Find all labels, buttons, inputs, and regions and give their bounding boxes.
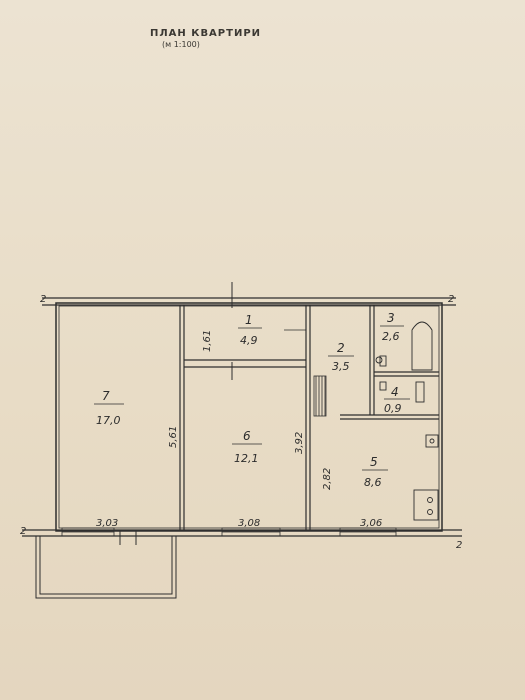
dimension-vertical-room-6: 3,92 bbox=[294, 432, 305, 454]
dimension-bottom-right: 3,06 bbox=[360, 518, 382, 529]
dimension-bottom-left: 3,03 bbox=[96, 518, 118, 529]
svg-text:0,9: 0,9 bbox=[384, 402, 402, 415]
room-5-label: 5 8,6 bbox=[362, 455, 388, 489]
svg-text:1: 1 bbox=[245, 313, 253, 327]
axis-label-bottom-left: 2 bbox=[20, 526, 26, 537]
plan-scale: (м 1:100) bbox=[162, 40, 200, 49]
balcony bbox=[35, 530, 177, 599]
windows bbox=[61, 527, 397, 537]
svg-text:6: 6 bbox=[243, 429, 251, 443]
svg-text:4,9: 4,9 bbox=[240, 334, 258, 347]
shaft-hatch bbox=[313, 375, 327, 417]
svg-text:8,6: 8,6 bbox=[364, 476, 382, 489]
dimension-vertical-room-1: 1,61 bbox=[202, 330, 213, 352]
plan-header: ПЛАН КВАРТИРИ (м 1:100) bbox=[150, 28, 290, 49]
plan-title: ПЛАН КВАРТИРИ bbox=[150, 28, 262, 39]
axis-label-top-right: 2 bbox=[448, 294, 454, 305]
svg-text:2: 2 bbox=[337, 341, 345, 355]
sink-icon bbox=[425, 434, 439, 448]
svg-text:4: 4 bbox=[391, 385, 399, 399]
svg-text:5: 5 bbox=[370, 455, 378, 469]
room-2-label: 2 3,5 bbox=[328, 341, 354, 373]
svg-text:7: 7 bbox=[102, 389, 110, 403]
toilet-icon bbox=[379, 381, 425, 403]
svg-text:17,0: 17,0 bbox=[96, 414, 121, 427]
interior-walls bbox=[179, 305, 439, 530]
top-axis bbox=[42, 297, 456, 306]
svg-text:3,5: 3,5 bbox=[332, 360, 350, 373]
svg-text:3: 3 bbox=[387, 311, 395, 325]
dimension-vertical-room-5: 2,82 bbox=[322, 468, 333, 490]
dimension-vertical-room-7: 5,61 bbox=[168, 426, 179, 448]
dimension-bottom-middle: 3,08 bbox=[238, 518, 260, 529]
room-1-label: 1 4,9 bbox=[238, 313, 262, 347]
room-7-label: 7 17,0 bbox=[94, 389, 124, 427]
bathtub-icon bbox=[375, 321, 433, 371]
svg-text:2,6: 2,6 bbox=[382, 330, 400, 343]
axis-label-bottom-right: 2 bbox=[456, 540, 462, 551]
stove-icon bbox=[413, 489, 439, 521]
svg-text:12,1: 12,1 bbox=[234, 452, 259, 465]
room-3-label: 3 2,6 bbox=[380, 311, 404, 343]
room-4-label: 4 0,9 bbox=[384, 385, 410, 415]
room-6-label: 6 12,1 bbox=[232, 429, 262, 465]
axis-label-top-left: 2 bbox=[40, 294, 46, 305]
